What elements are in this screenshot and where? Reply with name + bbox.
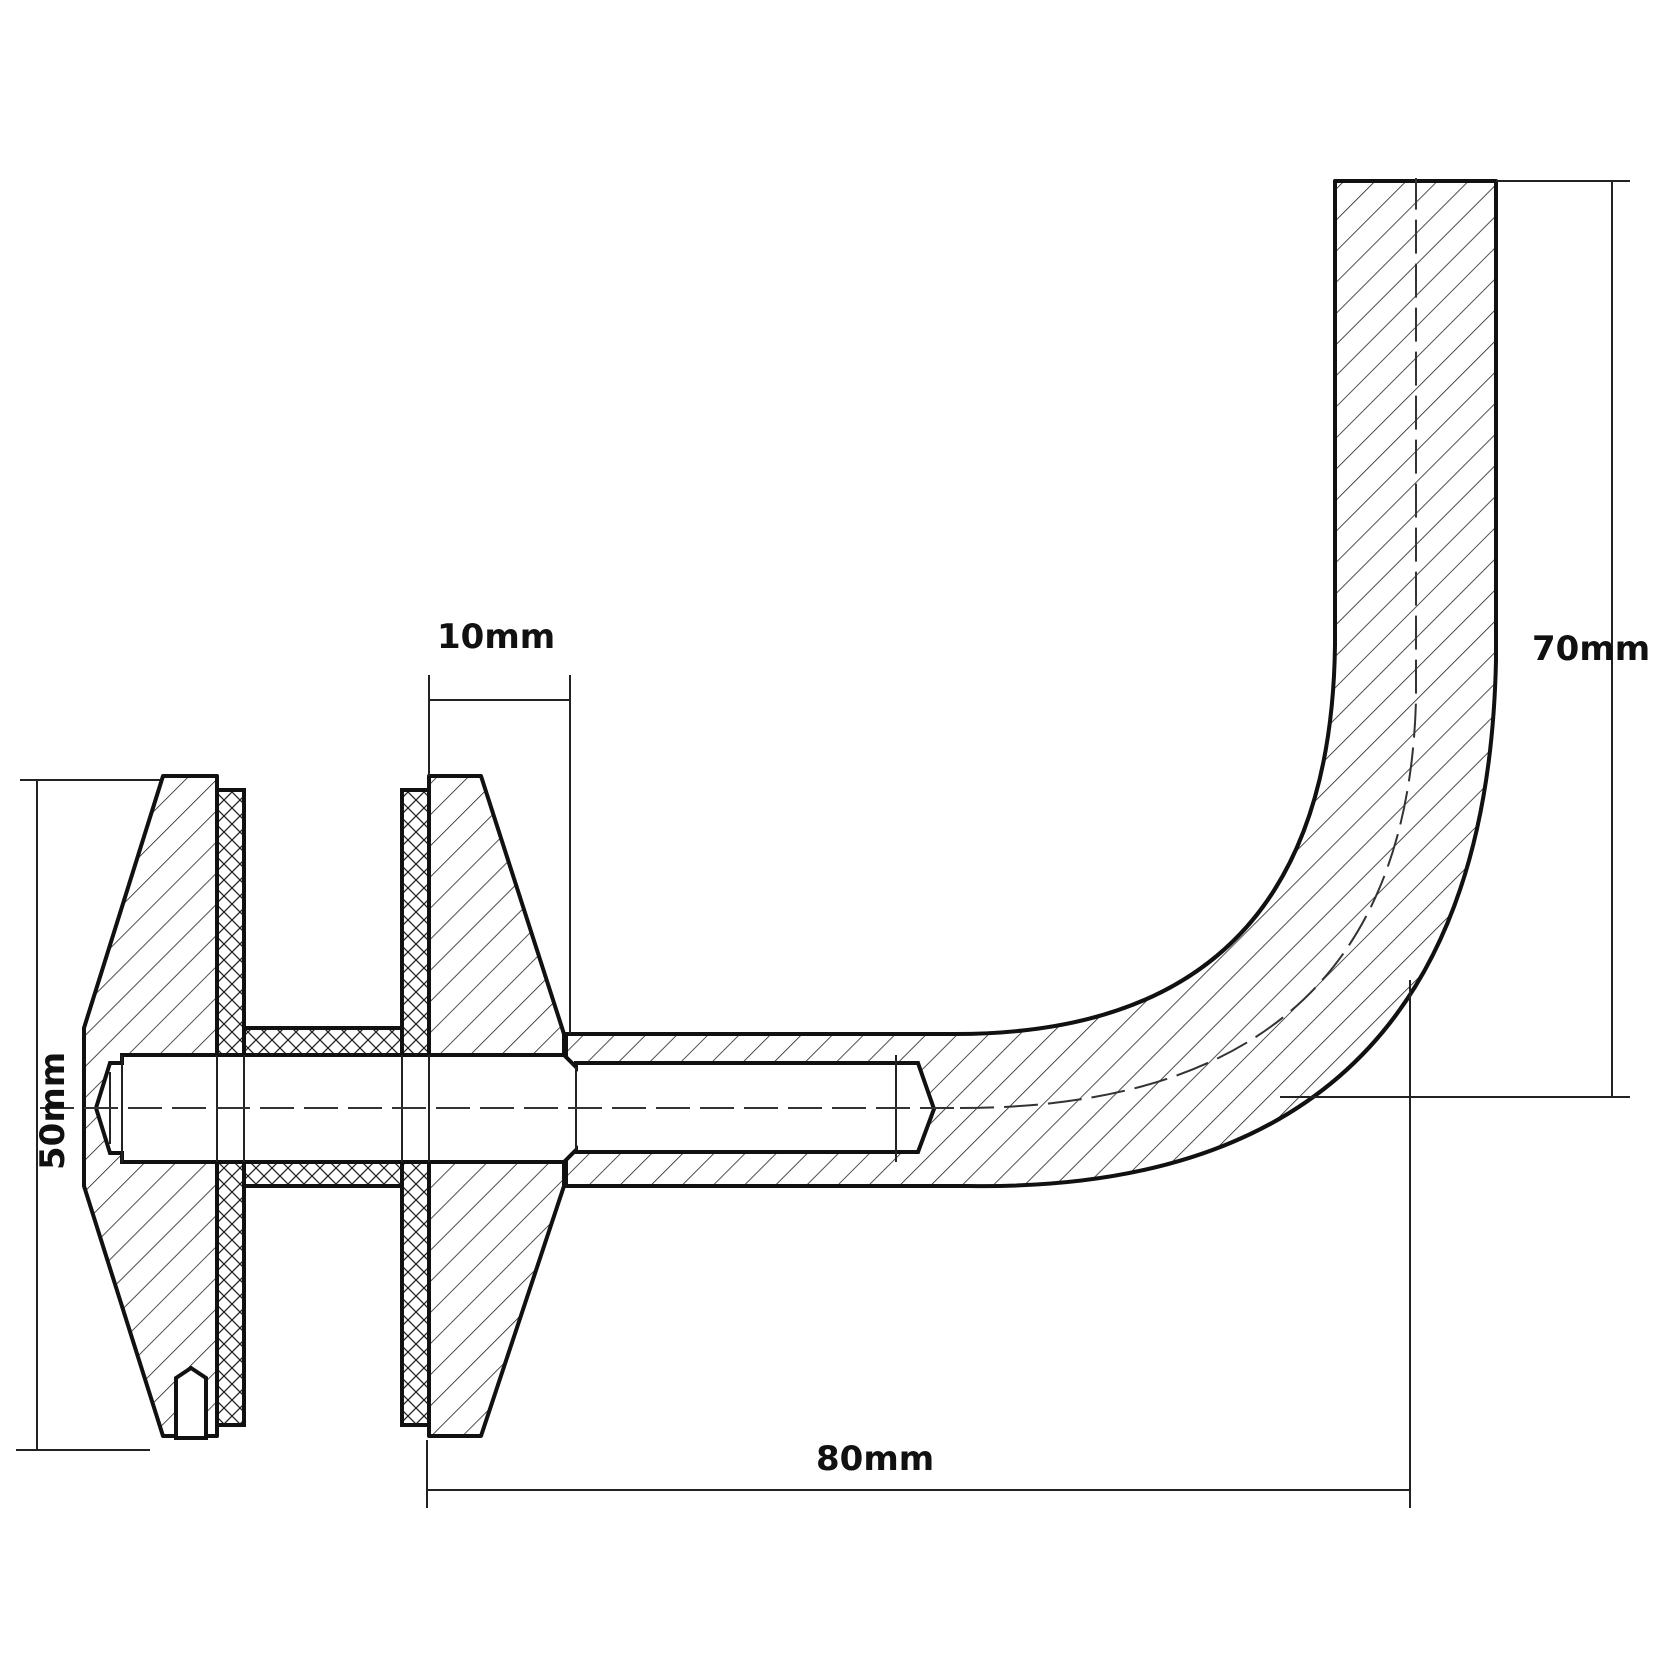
lever-handle [564, 179, 1498, 1189]
dim-70mm-label: 70mm [1532, 629, 1650, 669]
handle-centre-line [959, 178, 1417, 1109]
dim-80mm-label: 80mm [816, 1439, 934, 1479]
set-screw [174, 1365, 208, 1440]
spindle-bolt [93, 1053, 937, 1164]
dim-10mm-label: 10mm [437, 617, 555, 657]
dim-50mm-label: 50mm [33, 1052, 73, 1170]
